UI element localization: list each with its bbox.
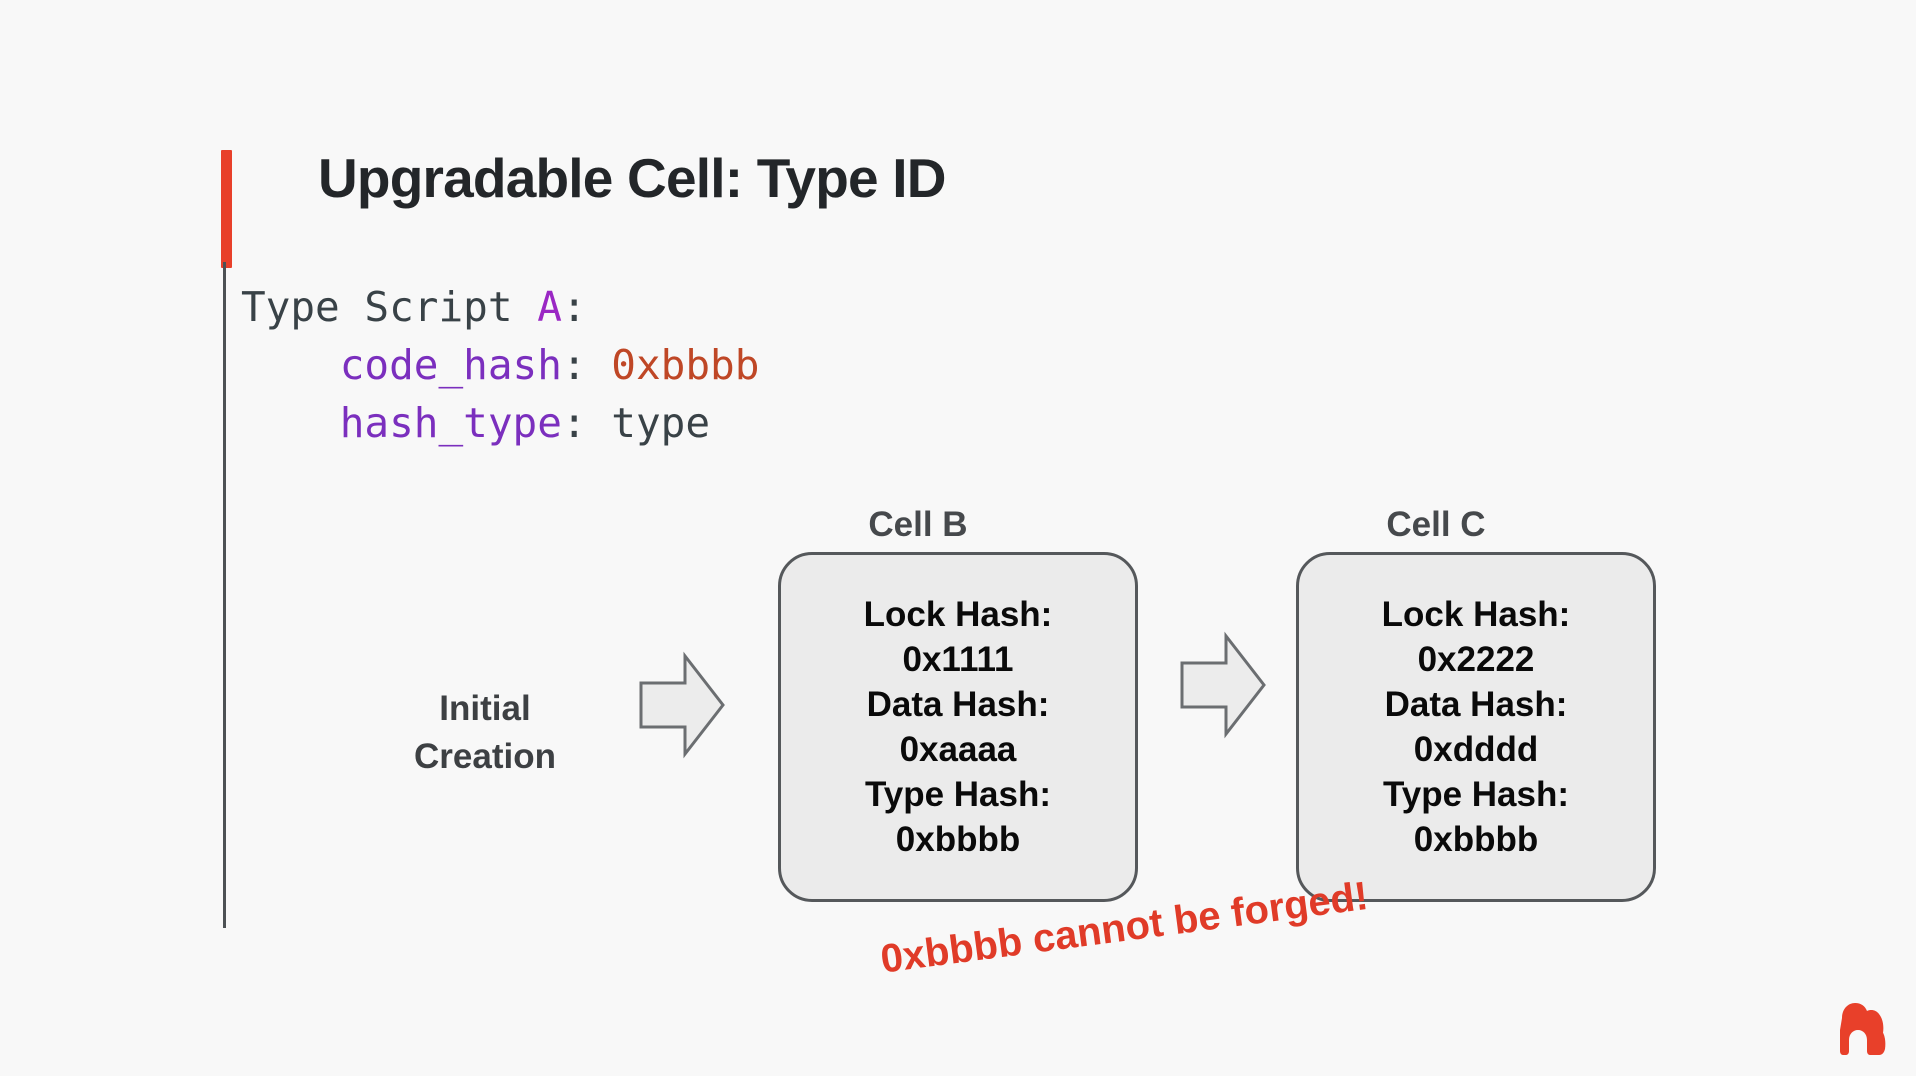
title-accent-bar [221,150,232,268]
code-token-punct: : [561,283,587,331]
code-token-key: A [537,283,562,331]
cell-c-field: 0xbbbb [1413,820,1539,859]
initial-creation-line-2: Creation [414,737,556,776]
code-indent [241,341,340,389]
cell-b-field: 0xbbbb [895,820,1021,859]
code-token-punct: : [561,399,612,447]
cell-c-field: Type Hash: [1382,775,1570,814]
cell-b-field: Type Hash: [864,775,1052,814]
code-token-ident: code_hash [339,341,562,389]
code-token-plain: type [611,399,711,447]
code-token-ident: hash_type [339,399,562,447]
code-line: Type Script A: [241,278,759,336]
code-indent [241,399,340,447]
cell-b-label: Cell B [868,505,968,544]
right-arrow-icon [637,650,727,765]
cell-c-field: 0x2222 [1417,640,1535,679]
cell-c-field: 0xdddd [1413,730,1539,769]
cell-b-field: Data Hash: [866,685,1050,724]
cell-c-field: Data Hash: [1384,685,1568,724]
code-token-plain: Type Script [241,283,538,331]
initial-creation-label: Initial Creation [390,685,580,781]
cell-c-label: Cell C [1386,505,1486,544]
cell-c-field: Lock Hash: [1381,595,1571,634]
cell-b-field: 0x1111 [902,640,1014,679]
cell-c-box: Lock Hash: 0x2222 Data Hash: 0xdddd Type… [1296,552,1656,902]
right-arrow-icon [1178,630,1268,745]
initial-creation-line-1: Initial [439,689,531,728]
code-line: hash_type: type [241,394,759,452]
cell-b-field: Lock Hash: [863,595,1053,634]
cell-b-box: Lock Hash: 0x1111 Data Hash: 0xaaaa Type… [778,552,1138,902]
code-token-punct: : [561,341,612,389]
code-token-value: 0xbbbb [611,341,760,389]
code-line: code_hash: 0xbbbb [241,336,760,394]
page-title: Upgradable Cell: Type ID [318,147,946,209]
content-divider-line [223,262,226,928]
cell-b-field: 0xaaaa [899,730,1017,769]
type-script-code-block: Type Script A: code_hash: 0xbbbb hash_ty… [241,278,759,452]
gorilla-logo [1838,1000,1894,1058]
